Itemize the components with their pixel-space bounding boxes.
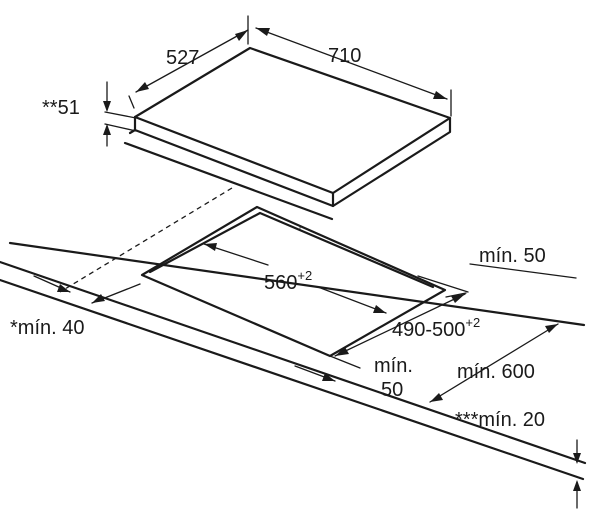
min-worktop-thickness-dimension: ***mín. 20 [455, 409, 581, 509]
cutout-depth-dimension: 490-500+2 [334, 292, 480, 357]
worktop [0, 241, 587, 481]
min-worktop-thickness-label: ***mín. 20 [455, 409, 545, 431]
projection-line [59, 187, 233, 293]
cutout [140, 205, 447, 358]
hob-height-label: **51 [42, 97, 80, 119]
cutout-width-dimension: 560+2 [203, 243, 469, 314]
cutout-width-label: 560+2 [264, 268, 312, 294]
min-front-label-2: 50 [381, 379, 403, 401]
min-front-label-1: mín. [374, 355, 413, 377]
min-rear-dimension: mín. 50 [469, 245, 577, 279]
worktop-rear-edge [8, 241, 586, 327]
hob-width-label: 710 [328, 45, 361, 67]
min-worktop-depth-label: mín. 600 [457, 361, 535, 383]
hob-height-dimension: **51 [42, 81, 137, 147]
hob-top-surface [133, 46, 452, 195]
hob-width-dimension: 710 [255, 27, 452, 117]
hob-base-line [123, 141, 334, 221]
hob-depth-label: 527 [166, 47, 199, 69]
cutout-depth-label: 490-500+2 [392, 315, 480, 341]
min-worktop-depth-dimension: mín. 600 [429, 323, 559, 403]
hob [123, 46, 452, 221]
hob-depth-dimension: 527 [128, 15, 249, 109]
min-side-dimension: *mín. 40 [10, 275, 141, 339]
cutout-outer [140, 205, 447, 358]
cutout-inner [148, 211, 435, 289]
min-rear-label: mín. 50 [479, 245, 546, 267]
worktop-front-bottom-edge [0, 278, 585, 481]
worktop-front-top-edge [0, 260, 587, 465]
min-front-dimension: mín. 50 [294, 355, 413, 401]
hob-front-edge [133, 115, 452, 208]
min-side-label: *mín. 40 [10, 317, 84, 339]
